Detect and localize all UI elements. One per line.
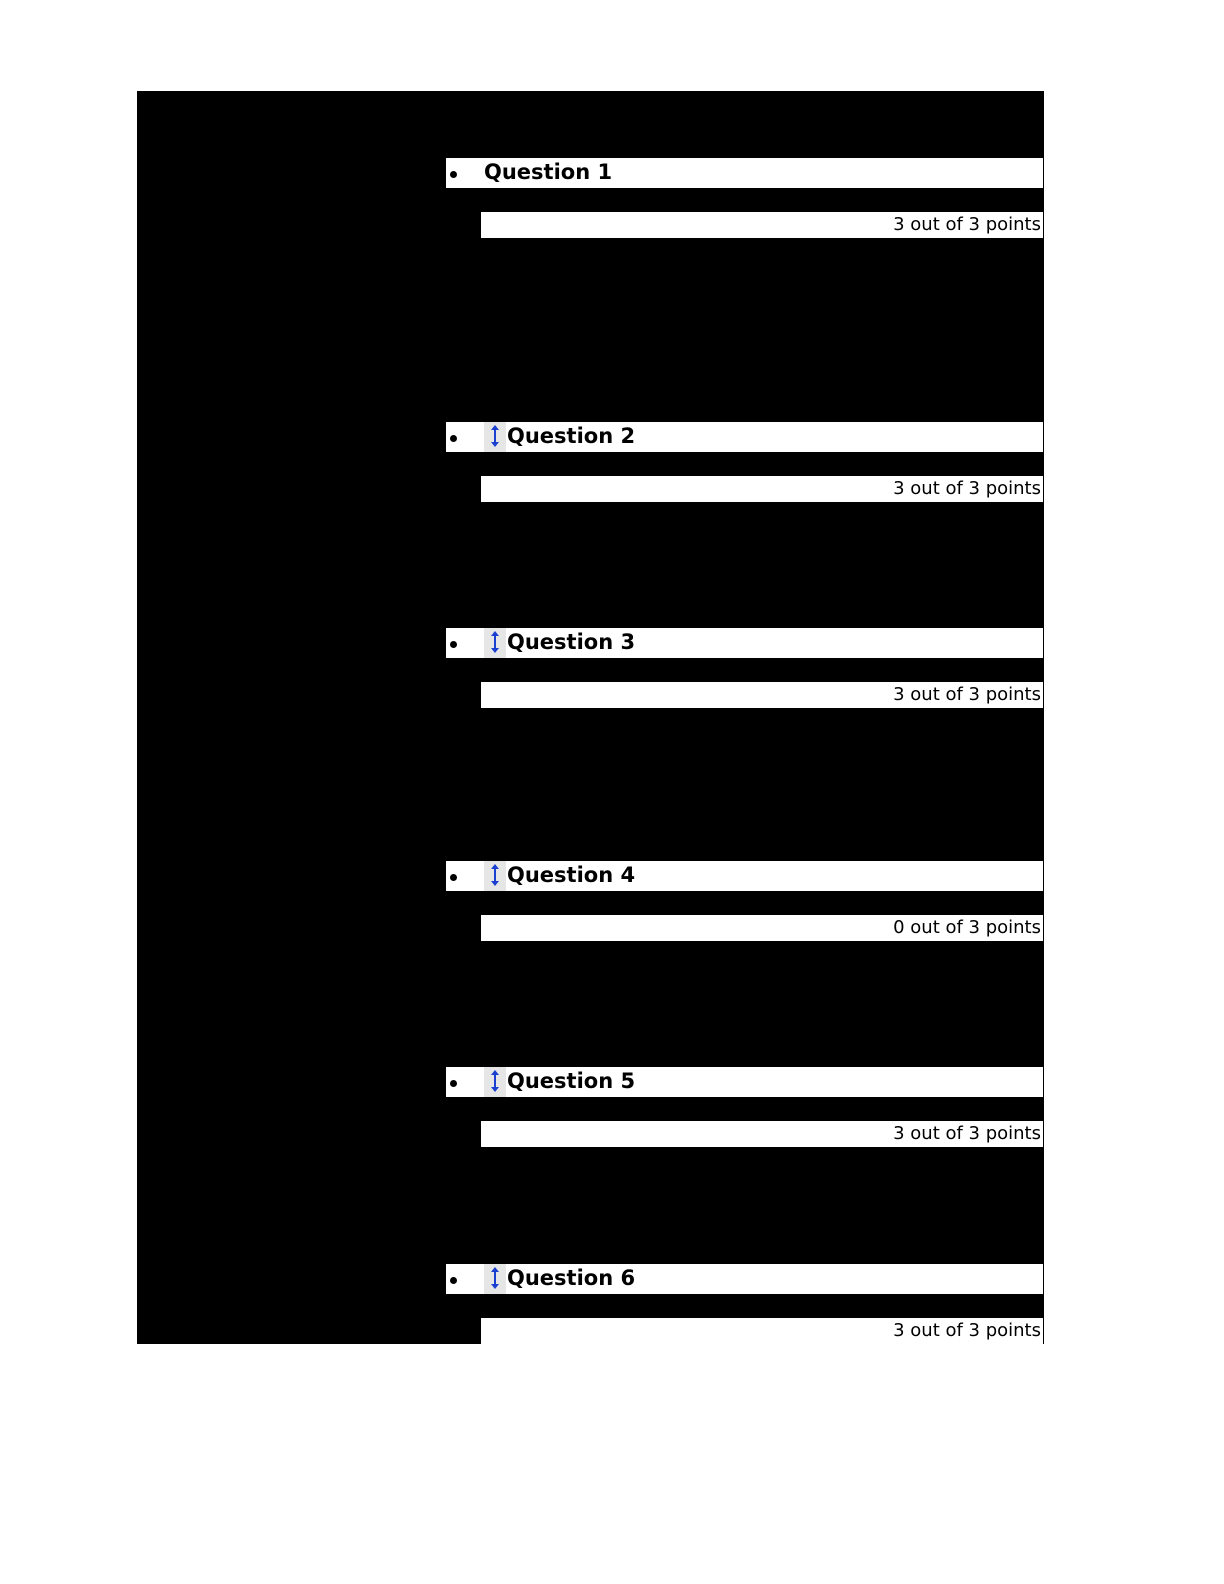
question-header-4: Question 4 bbox=[446, 861, 1043, 891]
score-text: 3 out of 3 points bbox=[893, 214, 1041, 235]
reorder-vertical-arrow-icon[interactable] bbox=[484, 1264, 506, 1294]
question-title: Question 1 bbox=[484, 160, 613, 184]
bullet-icon bbox=[450, 1080, 457, 1087]
question-title: Question 3 bbox=[507, 630, 636, 654]
question-title: Question 4 bbox=[507, 863, 636, 887]
bullet-icon bbox=[450, 171, 457, 178]
question-score-3: 3 out of 3 points bbox=[481, 682, 1043, 708]
question-title: Question 6 bbox=[507, 1266, 636, 1290]
reorder-vertical-arrow-icon[interactable] bbox=[484, 861, 506, 891]
question-score-1: 3 out of 3 points bbox=[481, 212, 1043, 238]
question-title: Question 2 bbox=[507, 424, 636, 448]
score-text: 3 out of 3 points bbox=[893, 1123, 1041, 1144]
bullet-icon bbox=[450, 435, 457, 442]
question-score-6: 3 out of 3 points bbox=[481, 1318, 1043, 1344]
question-score-5: 3 out of 3 points bbox=[481, 1121, 1043, 1147]
bullet-icon bbox=[450, 641, 457, 648]
redacted-region bbox=[137, 91, 1044, 1344]
reorder-vertical-arrow-icon[interactable] bbox=[484, 1067, 506, 1097]
reorder-vertical-arrow-icon[interactable] bbox=[484, 628, 506, 658]
score-text: 3 out of 3 points bbox=[893, 478, 1041, 499]
question-header-6: Question 6 bbox=[446, 1264, 1043, 1294]
score-text: 3 out of 3 points bbox=[893, 684, 1041, 705]
bullet-icon bbox=[450, 1277, 457, 1284]
question-header-5: Question 5 bbox=[446, 1067, 1043, 1097]
question-header-3: Question 3 bbox=[446, 628, 1043, 658]
question-score-4: 0 out of 3 points bbox=[481, 915, 1043, 941]
question-header-2: Question 2 bbox=[446, 422, 1043, 452]
question-title: Question 5 bbox=[507, 1069, 636, 1093]
score-text: 3 out of 3 points bbox=[893, 1320, 1041, 1341]
bullet-icon bbox=[450, 874, 457, 881]
reorder-vertical-arrow-icon[interactable] bbox=[484, 422, 506, 452]
question-header-1: Question 1 bbox=[446, 158, 1043, 188]
score-text: 0 out of 3 points bbox=[893, 917, 1041, 938]
question-score-2: 3 out of 3 points bbox=[481, 476, 1043, 502]
